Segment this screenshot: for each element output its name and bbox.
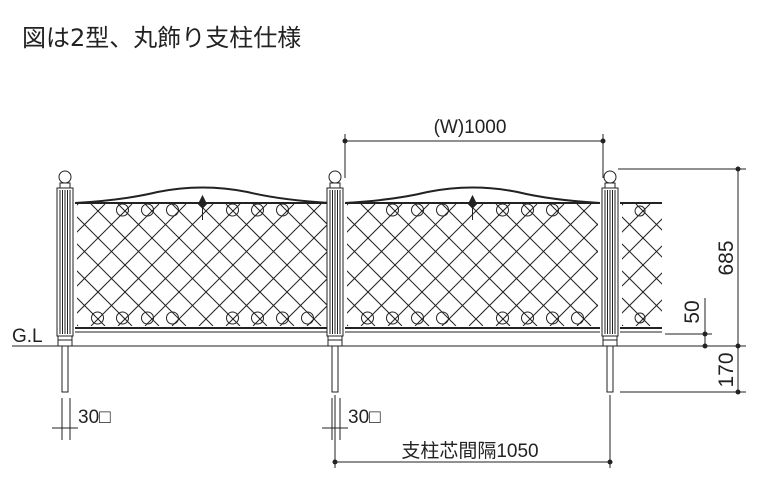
scroll-ornament (276, 203, 289, 217)
scroll-ornament (141, 203, 154, 217)
fence-posts (56, 170, 619, 393)
fence-panel (344, 186, 771, 333)
fence-panels (0, 186, 771, 333)
post (326, 170, 344, 393)
scroll-ornament (546, 203, 559, 217)
scroll-ornament (386, 311, 399, 325)
scroll-ornament (116, 311, 129, 325)
lattice-bar (604, 204, 726, 326)
scroll-ornament (226, 311, 239, 325)
post-base (602, 335, 618, 347)
scroll-ornament (116, 203, 129, 217)
lattice-bar (622, 245, 662, 287)
lattice-bar (766, 204, 771, 326)
scroll-ornament (166, 311, 179, 325)
post-cap-neck (604, 182, 616, 189)
lattice-bar (576, 204, 598, 226)
scroll-ornament (496, 203, 509, 217)
scroll-ornament (634, 205, 646, 217)
width-label: (W)1000 (434, 117, 507, 138)
scroll-ornament (436, 203, 449, 217)
arched-top (344, 186, 601, 204)
lattice-bar (0, 204, 51, 326)
scroll-ornament (411, 203, 424, 217)
post-leg (61, 345, 69, 393)
scroll-ornament (91, 311, 104, 325)
post-pitch-label: 支柱芯間隔1050 (401, 440, 538, 462)
fence-panel (0, 186, 331, 333)
lattice-bar (77, 204, 106, 233)
lattice-bar (77, 297, 106, 326)
scroll-ornament (546, 311, 559, 325)
post-size-left-label: 30□ (78, 407, 111, 428)
scroll-ornament (276, 311, 289, 325)
post-leg (331, 345, 339, 393)
diagram-title: 図は2型、丸飾り支柱仕様 (22, 24, 302, 52)
lattice-bar (549, 277, 598, 326)
post-size-dimensions (52, 395, 613, 468)
lattice-bar (0, 204, 51, 326)
lattice-bar (549, 204, 598, 253)
height-total-label: 685 (715, 240, 738, 275)
embed-depth-label: 170 (715, 352, 738, 387)
lattice-bar (739, 204, 771, 326)
scroll-ornament (251, 203, 264, 217)
post-cap-neck (59, 182, 71, 189)
lattice-bar (604, 204, 726, 326)
scroll-ornament (386, 203, 399, 217)
scroll-ornament (496, 311, 509, 325)
lattice-bar (522, 250, 598, 326)
arched-top (74, 186, 331, 204)
lattice-bar (0, 204, 24, 326)
lattice-bar (635, 204, 662, 231)
lattice-bar (279, 204, 328, 253)
scroll-ornament (166, 203, 179, 217)
post-leg (606, 345, 614, 393)
lattice-bar (635, 299, 662, 326)
scroll-ornament (301, 311, 314, 325)
post-cap-neck (329, 182, 341, 189)
post (601, 170, 619, 393)
scroll-ornament (361, 311, 374, 325)
lattice-bar (576, 304, 598, 326)
post-base (57, 335, 73, 347)
lattice-bar (252, 250, 328, 326)
lattice-bar (0, 204, 24, 326)
scroll-ornament (521, 203, 534, 217)
lattice-bar (744, 204, 771, 326)
height-dimensions (618, 166, 746, 395)
post (56, 170, 74, 393)
fence-panel (620, 202, 771, 333)
lattice (347, 204, 771, 326)
scroll-ornament (634, 312, 646, 324)
lattice-bar (744, 204, 771, 326)
scroll-ornament (411, 311, 424, 325)
lattice-bar (739, 204, 771, 326)
width-dimension (342, 134, 606, 178)
post-ball-cap (58, 170, 72, 184)
scroll-ornament (521, 311, 534, 325)
scroll-ornament (226, 203, 239, 217)
lattice-bar (766, 204, 771, 326)
lattice-bar (622, 272, 662, 314)
fleur-ornament (197, 194, 208, 220)
scroll-ornament (251, 311, 264, 325)
scroll-ornament (571, 311, 584, 325)
fleur-ornament (467, 194, 478, 220)
post-size-mid-label: 30□ (348, 407, 381, 428)
post-base (327, 335, 343, 347)
scroll-ornament (436, 311, 449, 325)
post-ball-cap (603, 170, 617, 184)
lattice-bar (279, 277, 328, 326)
lattice-bar (622, 216, 662, 258)
ground-line-label: G.L (12, 326, 43, 347)
lattice (622, 204, 771, 326)
scroll-ornament (141, 311, 154, 325)
clearance-label: 50 (681, 300, 704, 323)
post-ball-cap (328, 170, 342, 184)
